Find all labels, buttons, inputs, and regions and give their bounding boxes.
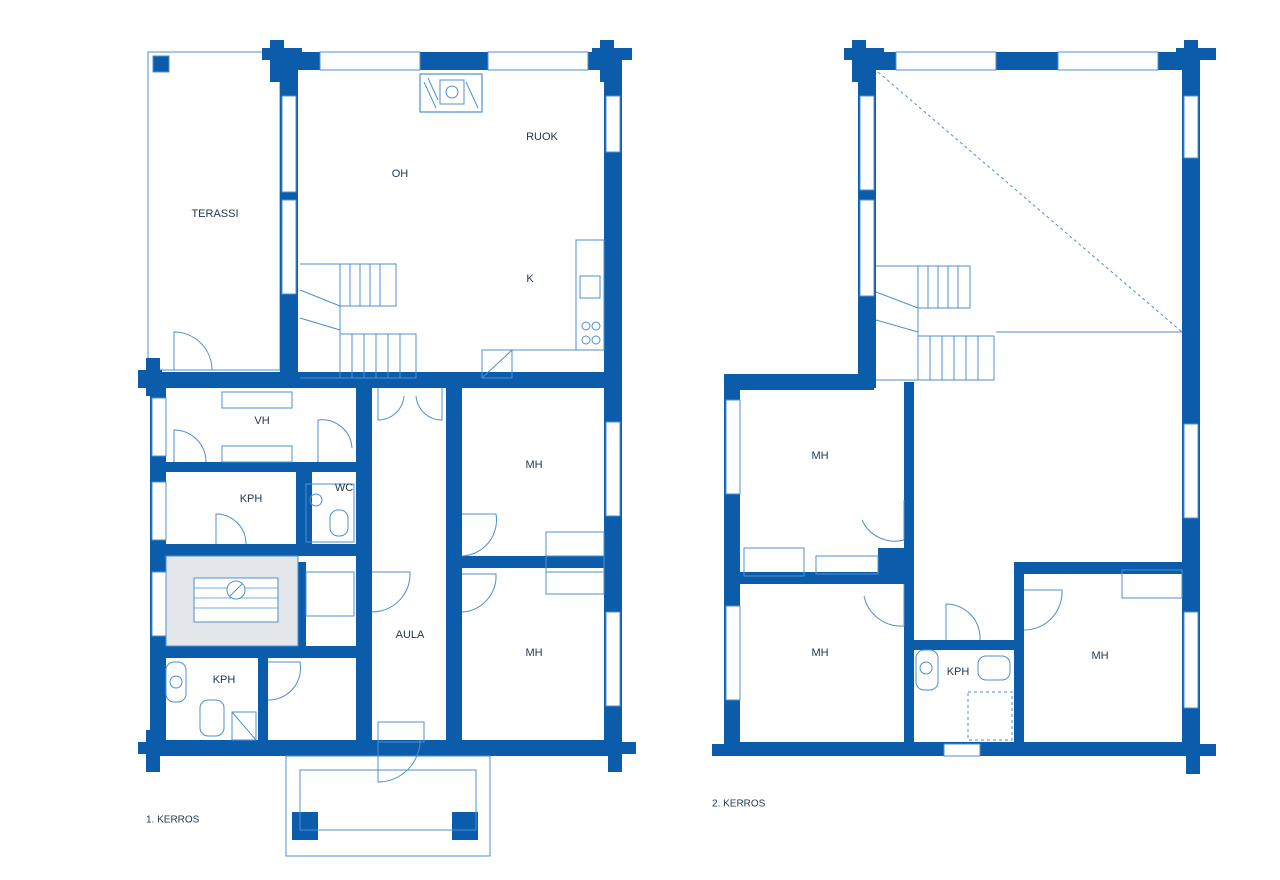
floor-1-plan: TERASSI OH RUOK K VH KPH WC MH AULA MH K… <box>138 40 636 857</box>
floor-2-room-labels: MH MH KPH MH <box>811 450 1108 678</box>
floor-1-doors <box>173 331 497 783</box>
room-label-mh-lower: MH <box>525 647 542 659</box>
open-void-indicator <box>877 71 1183 333</box>
floor-1-caption: 1. KERROS <box>146 815 200 826</box>
floor-2-fixtures <box>743 547 1183 741</box>
room-label-k: K <box>526 273 534 285</box>
floor-1-room-labels: TERASSI OH RUOK K VH KPH WC MH AULA MH K… <box>191 131 558 686</box>
floor-1-fixtures <box>165 391 605 741</box>
room-label-mh-left-lower: MH <box>811 647 828 659</box>
room-label-wc: WC <box>335 482 353 494</box>
room-label-kph: KPH <box>947 666 970 678</box>
floor-2-walls <box>712 40 1216 774</box>
floor-2-plan: MH MH KPH MH 2. KERROS <box>712 40 1216 810</box>
floor-1-stairs-icon <box>299 263 417 379</box>
room-label-oh: OH <box>392 168 409 180</box>
room-label-kph-lower: KPH <box>213 674 236 686</box>
floor-1-windows <box>151 51 621 707</box>
floor-2-windows <box>725 51 1199 757</box>
room-label-mh-right: MH <box>1091 650 1108 662</box>
floor-2-caption: 2. KERROS <box>712 799 766 810</box>
room-label-mh-upper: MH <box>525 459 542 471</box>
room-label-terassi: TERASSI <box>191 208 238 220</box>
floor-2-stairs-icon <box>875 265 995 381</box>
room-label-ruok: RUOK <box>526 131 558 143</box>
entrance-steps <box>285 755 491 857</box>
room-label-kph-upper: KPH <box>240 493 263 505</box>
room-label-vh: VH <box>254 415 269 427</box>
room-label-mh-left-upper: MH <box>811 450 828 462</box>
kitchen-counter-icon <box>481 239 605 379</box>
floor-2-doors <box>861 500 1063 641</box>
room-label-aula: AULA <box>396 629 425 641</box>
sauna-bench-icon <box>165 555 299 647</box>
floor-1-walls <box>138 40 636 840</box>
fireplace-icon <box>419 73 483 113</box>
